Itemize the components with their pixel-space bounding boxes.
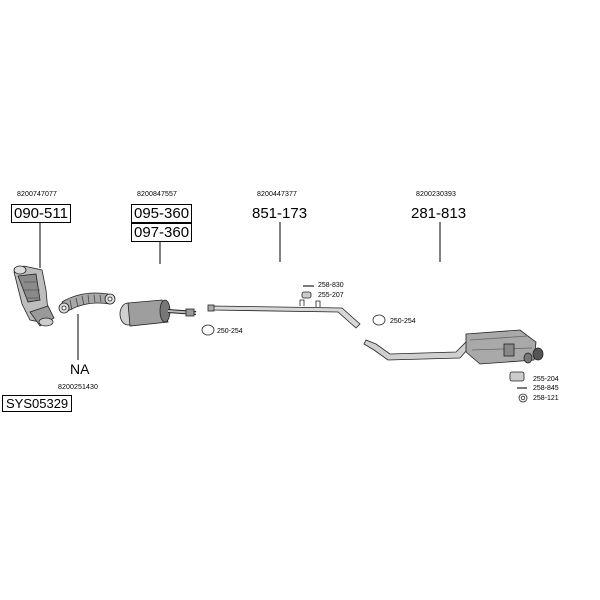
part-number-catalyst[interactable]: 090-511 [11,204,71,223]
part-number-dpf-alt[interactable]: 097-360 [131,223,193,242]
hanger-icon [301,291,312,299]
dpf-drawing [119,299,197,327]
na-label: NA [70,361,90,377]
accessory-label-gasket[interactable]: 258-121 [533,395,559,402]
middle-pipe-drawing [207,299,361,329]
flex-pipe-drawing [58,292,116,314]
accessory-label-clamp[interactable]: 258-845 [533,385,559,392]
oem-number: 8200747077 [17,191,57,198]
accessory-label-hanger[interactable]: 255-207 [318,292,344,299]
catalyst-drawing [13,265,55,327]
oem-number: 8200447377 [257,191,297,198]
system-code[interactable]: SYS05329 [2,395,73,412]
ring-icon [372,314,386,326]
part-number-rear-silencer[interactable]: 281-813 [411,205,467,222]
hardware-icons [201,285,528,403]
rear-silencer-drawing [363,329,544,365]
ring-icon [201,324,215,336]
oem-number: 8200230393 [416,191,456,198]
oem-number: 8200847557 [137,191,177,198]
hanger-icon [509,371,525,382]
accessory-label-hanger[interactable]: 255-204 [533,376,559,383]
accessory-label-clamp[interactable]: 258-830 [318,282,344,289]
accessory-label-ring[interactable]: 250-254 [390,318,416,325]
part-number-middle-pipe[interactable]: 851-173 [252,205,308,222]
na-oem-number: 8200251430 [58,384,98,391]
part-number-dpf[interactable]: 095-360 [131,204,193,223]
accessory-label-ring[interactable]: 250-254 [217,328,243,335]
